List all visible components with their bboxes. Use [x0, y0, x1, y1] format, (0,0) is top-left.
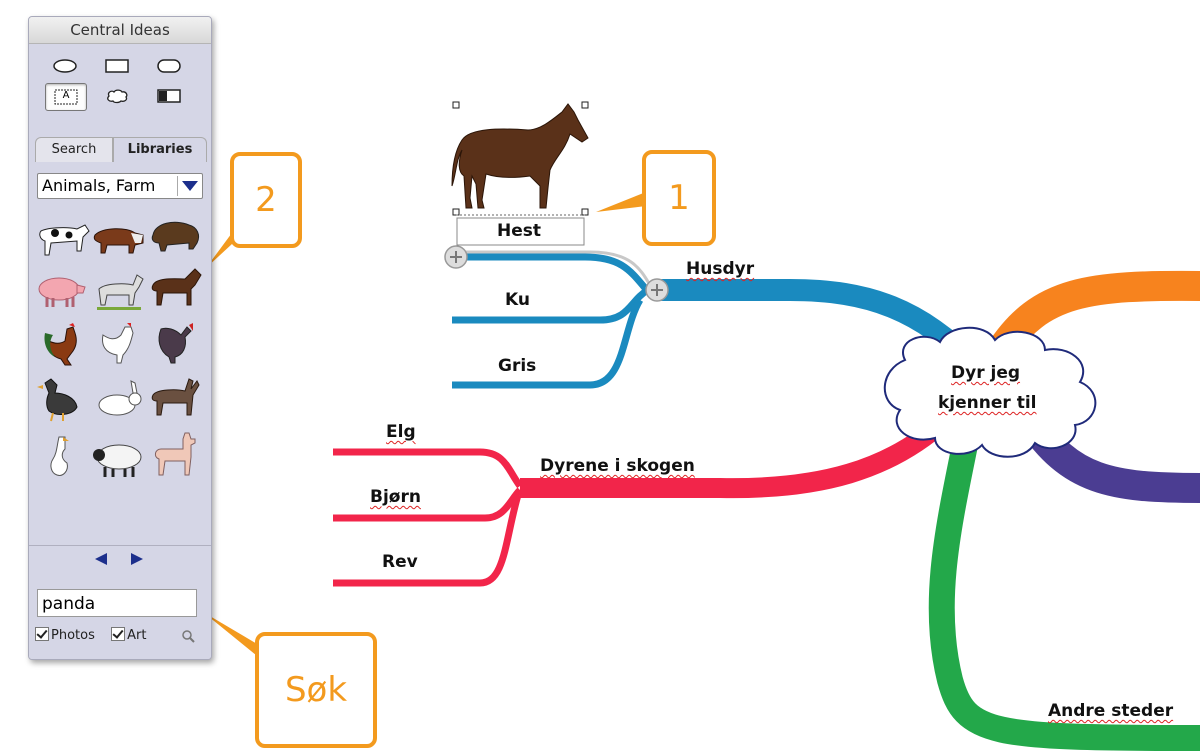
andre-steder-branch[interactable] — [928, 427, 1200, 751]
horse-image[interactable] — [451, 103, 589, 209]
callout-2: 2 — [230, 152, 302, 248]
palette-tabbar: Search Libraries — [29, 133, 211, 162]
rectangle-icon — [105, 59, 129, 73]
art-checkbox[interactable] — [111, 627, 126, 641]
thumb-donkey[interactable] — [147, 375, 203, 421]
rounded-rectangle-icon — [157, 59, 181, 73]
photos-label: Photos — [51, 628, 95, 643]
topic-dyrene-i-skogen[interactable]: Dyrene i skogen — [540, 456, 695, 476]
topic-rev[interactable]: Rev — [382, 552, 418, 572]
shape-text-button[interactable]: A — [45, 83, 87, 111]
thumb-llama[interactable] — [147, 431, 203, 477]
callout-1-text: 1 — [668, 178, 690, 218]
central-ideas-palette: Central Ideas A Search Libraries Animals… — [28, 16, 212, 660]
bjorn-branch[interactable] — [333, 487, 523, 522]
next-page-icon[interactable] — [129, 551, 145, 567]
prev-page-icon[interactable] — [93, 551, 109, 567]
thumb-goose[interactable] — [35, 435, 91, 481]
library-thumbnails — [29, 203, 211, 477]
thumb-buffalo[interactable] — [147, 213, 203, 259]
callout-sok-text: Søk — [284, 670, 348, 710]
dropdown-arrow-icon — [182, 181, 198, 191]
thumb-cow[interactable] — [35, 215, 91, 261]
central-idea-line2[interactable]: kjenner til — [938, 393, 1037, 413]
elg-branch[interactable] — [333, 448, 523, 489]
central-idea-line1[interactable]: Dyr jeg — [951, 363, 1021, 383]
callout-1-tail — [596, 192, 646, 212]
thumb-goat[interactable] — [91, 267, 147, 313]
hest-label-box[interactable] — [456, 217, 585, 246]
thumb-pig[interactable] — [33, 269, 89, 315]
thumb-duck[interactable] — [35, 377, 91, 423]
shape-text-label: A — [62, 90, 70, 101]
library-dropdown[interactable]: Animals, Farm — [37, 173, 203, 199]
skogen-branch[interactable] — [520, 412, 952, 499]
shape-rectangle-button[interactable] — [97, 53, 137, 79]
thumb-bull[interactable] — [91, 215, 147, 261]
tab-search[interactable]: Search — [35, 137, 113, 162]
thumb-rabbit[interactable] — [91, 379, 147, 425]
gris-branch[interactable] — [452, 298, 644, 389]
selection-handles[interactable] — [452, 101, 589, 216]
ku-branch[interactable] — [452, 286, 650, 324]
callout-sok-tail — [203, 612, 272, 668]
tab-libraries[interactable]: Libraries — [113, 137, 207, 162]
topic-hest[interactable]: Hest — [497, 221, 542, 241]
photos-checkbox[interactable] — [35, 627, 49, 641]
shape-rounded-rect-button[interactable] — [149, 53, 189, 79]
image-shape-icon — [157, 89, 181, 103]
collapse-husdyr-handle[interactable] — [645, 278, 669, 302]
cloud-icon — [107, 89, 128, 104]
rev-branch[interactable] — [333, 494, 522, 587]
hest-branch[interactable] — [455, 253, 648, 291]
topic-gris[interactable]: Gris — [498, 356, 537, 376]
callout-sok: Søk — [255, 632, 377, 748]
thumb-rooster[interactable] — [37, 323, 93, 369]
image-search-input[interactable]: panda — [37, 589, 197, 617]
search-icon[interactable] — [181, 629, 195, 643]
thumb-horse[interactable] — [147, 265, 203, 311]
library-dropdown-value: Animals, Farm — [42, 176, 156, 195]
shape-oval-button[interactable] — [45, 53, 85, 79]
topic-elg[interactable]: Elg — [386, 422, 416, 442]
text-shape-icon — [54, 89, 78, 105]
collapse-hest-handle[interactable] — [444, 245, 468, 269]
topic-bjorn[interactable]: Bjørn — [370, 487, 421, 507]
central-idea-cloud[interactable] — [883, 326, 1097, 458]
oval-icon — [53, 59, 77, 73]
shape-image-button[interactable] — [149, 83, 189, 109]
topic-ku[interactable]: Ku — [505, 290, 530, 310]
callout-2-text: 2 — [255, 180, 277, 220]
shape-cloud-button[interactable] — [97, 83, 137, 109]
topic-husdyr[interactable]: Husdyr — [686, 259, 755, 279]
search-filter-row: Photos Art — [35, 627, 195, 643]
art-label: Art — [127, 628, 147, 643]
palette-title: Central Ideas — [29, 17, 211, 44]
thumb-hen[interactable] — [91, 321, 147, 367]
callout-1: 1 — [642, 150, 716, 246]
thumb-sheep[interactable] — [91, 435, 147, 481]
topic-andre-steder[interactable]: Andre steder — [1048, 701, 1174, 721]
thumb-turkey[interactable] — [147, 321, 203, 367]
